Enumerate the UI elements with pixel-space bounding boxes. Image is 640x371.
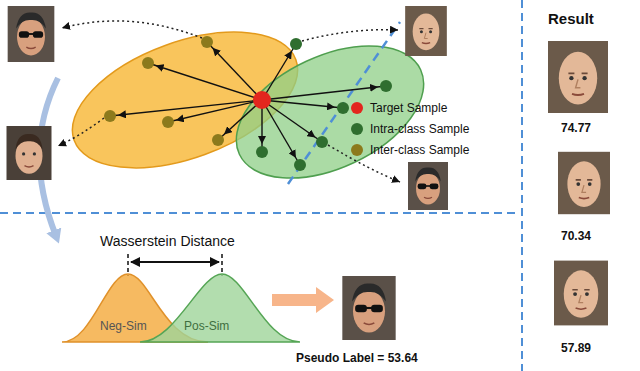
legend-text: Target Sample [370, 101, 447, 115]
legend-swatch [351, 102, 363, 114]
distance-label: Wasserstein Distance [100, 233, 235, 250]
score-value: 74.77 [561, 121, 591, 135]
score-value: 57.89 [561, 341, 591, 355]
legend: Target SampleIntra-class SampleInter-cla… [351, 97, 469, 160]
distribution-label: Pos-Sim [184, 319, 229, 333]
legend-swatch [351, 144, 363, 156]
distribution-shape [140, 268, 300, 346]
pseudo-label: Pseudo Label = 53.64 [296, 351, 418, 365]
legend-swatch [351, 123, 363, 135]
score-value: 70.34 [561, 229, 591, 243]
distribution-label: Neg-Sim [100, 319, 147, 333]
panel-title: Result [548, 10, 594, 28]
legend-text: Intra-class Sample [370, 122, 469, 136]
distribution-curve: Pos-Sim [140, 268, 300, 346]
legend-text: Inter-class Sample [370, 143, 469, 157]
distribution-outline [140, 274, 300, 342]
